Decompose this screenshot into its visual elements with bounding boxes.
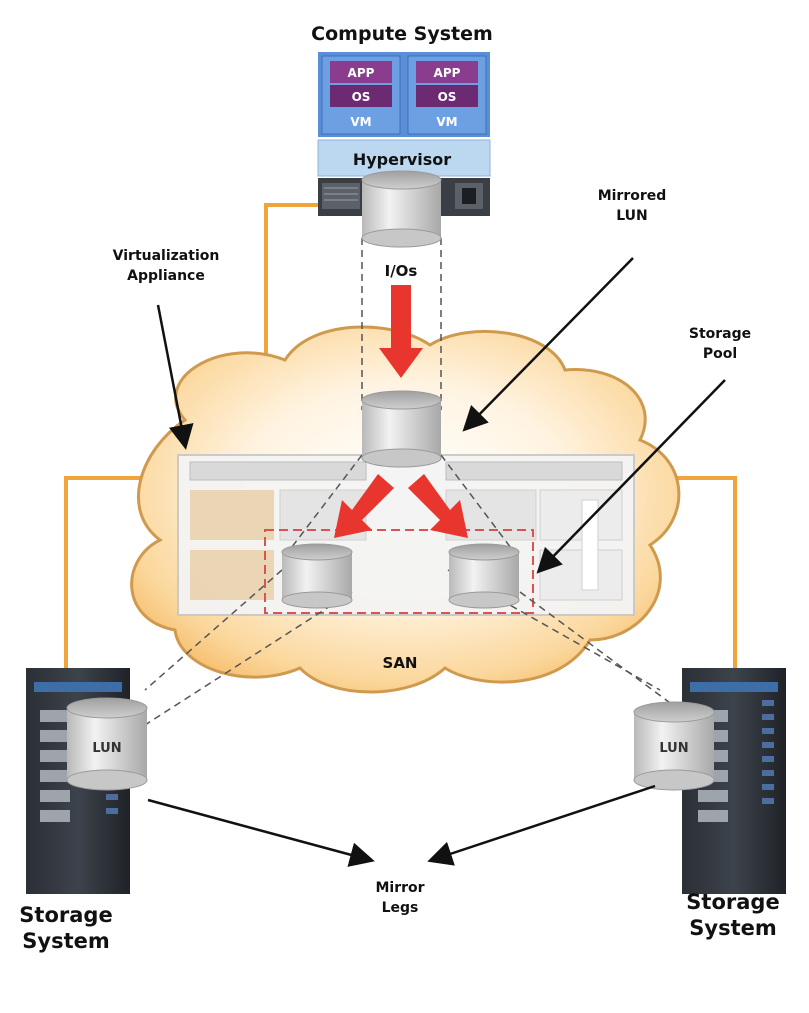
storage-pool-callout [536, 379, 726, 574]
cable-compute-to-cloud [264, 203, 318, 370]
mirror-legs-label-line1: Mirror [375, 880, 424, 896]
app-label-1: APP [348, 66, 375, 80]
ios-label: I/Os [385, 262, 418, 280]
mirrored-lun-cylinder [361, 390, 442, 468]
storage-system-left-line2: System [22, 929, 109, 953]
os-label-1: OS [352, 90, 371, 104]
cable-left-storage [64, 476, 170, 668]
hypervisor-bar [317, 139, 491, 177]
mirror-left-arrow [334, 474, 394, 538]
virtualization-appliance [177, 454, 635, 616]
hypervisor-label: Hypervisor [353, 150, 451, 169]
lun-cylinder-left [66, 697, 148, 791]
virtualization-appliance-callout [156, 304, 194, 450]
mirror-leg-left-callout [147, 798, 375, 867]
io-arrows [334, 285, 468, 538]
labels: Compute System APP OS VM APP OS VM Hyper… [19, 23, 779, 953]
storage-pool-box [264, 529, 534, 614]
io-path [361, 238, 442, 410]
san-label: SAN [383, 654, 418, 672]
mirrored-lun-callout [462, 257, 634, 432]
virtualization-appliance-label-line2: Appliance [127, 268, 205, 284]
mirror-right-arrow [408, 474, 468, 538]
storage-system-right-line2: System [689, 916, 776, 940]
mirror-leg-right-callout [427, 784, 656, 866]
io-down-arrow [379, 285, 423, 378]
lun-left-label: LUN [92, 741, 121, 756]
virtualization-appliance-label-line1: Virtualization [113, 248, 220, 264]
app-label-2: APP [434, 66, 461, 80]
callout-arrows [147, 257, 726, 867]
mirror-legs-label-line2: Legs [382, 900, 419, 916]
mirrored-lun-label-line1: Mirrored [598, 188, 667, 204]
pool-cylinder-right [448, 543, 520, 609]
storage-system-left-line1: Storage [19, 903, 112, 927]
mirrored-lun-label-line2: LUN [616, 208, 648, 224]
storage-system-right-line1: Storage [686, 890, 779, 914]
compute-system-label: Compute System [311, 23, 493, 45]
storage-pool-label-line2: Pool [703, 346, 737, 362]
storage-pool-label-line1: Storage [689, 326, 751, 342]
vm-label-2: VM [436, 115, 457, 129]
lun-right-label: LUN [659, 741, 688, 756]
lun-cylinder-right [633, 701, 715, 791]
compute-lun-cylinder [361, 170, 442, 248]
os-label-2: OS [438, 90, 457, 104]
pool-cylinder-left [281, 543, 353, 609]
vm-label-1: VM [350, 115, 371, 129]
